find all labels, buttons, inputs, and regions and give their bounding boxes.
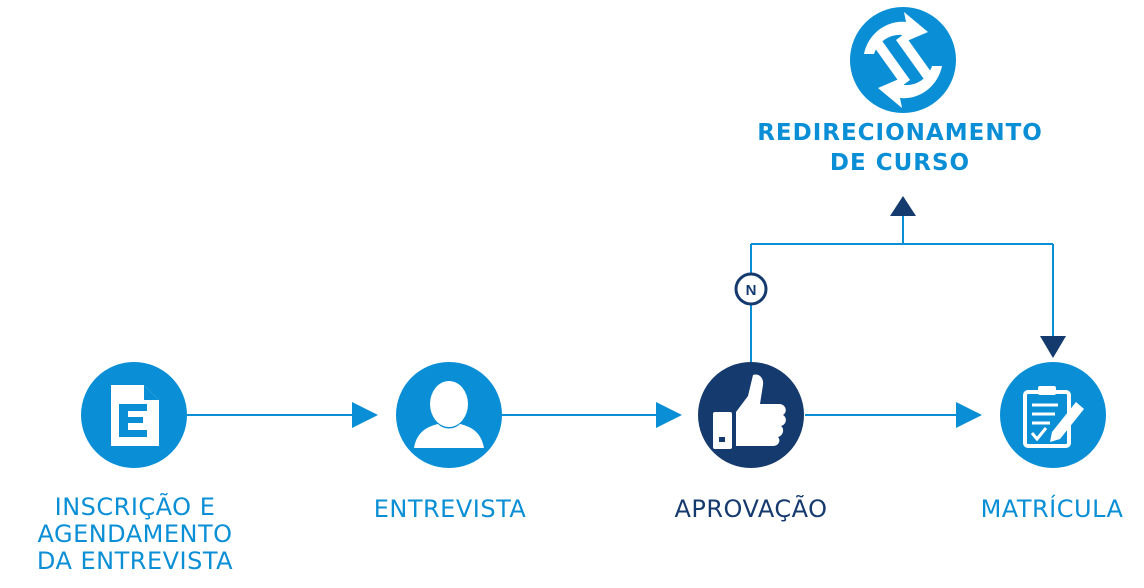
step-aprovacao-line1: APROVAÇÃO [674,495,828,523]
decision-badge: N [734,272,768,306]
step-inscricao-line3: DA ENTREVISTA [36,547,234,575]
step-matricula-line1: MATRÍCULA [980,495,1124,523]
form-pencil-icon [1023,386,1084,448]
arrowhead-1 [352,402,378,428]
arrowhead-up-redirect [890,196,916,216]
redirect-node [850,7,956,113]
person-icon [414,381,484,448]
step-aprovacao-label: APROVAÇÃO [640,496,862,523]
step-inscricao-line2: AGENDAMENTO [37,520,233,548]
document-icon [111,385,159,446]
step-inscricao-node [81,362,187,468]
connectors [186,212,1054,416]
arrowhead-2 [656,402,682,428]
redirect-line2: DE CURSO [829,150,971,176]
step-inscricao-label: INSCRIÇÃO E AGENDAMENTO DA ENTREVISTA [10,494,260,575]
arrowhead-down-matricula [1040,336,1066,358]
step-entrevista-node [396,362,502,468]
redirect-arrows-icon [864,12,942,108]
redirect-line1: REDIRECIONAMENTO [757,120,1043,146]
redirect-label: REDIRECIONAMENTO DE CURSO [740,118,1060,178]
step-inscricao-line1: INSCRIÇÃO E [54,493,216,521]
step-matricula-node [1000,362,1106,468]
decision-badge-text: N [746,282,757,299]
arrowhead-3 [956,402,982,428]
step-aprovacao-node [698,362,804,468]
step-entrevista-line1: ENTREVISTA [373,495,527,523]
step-entrevista-label: ENTREVISTA [340,496,560,523]
step-matricula-label: MATRÍCULA [960,496,1144,523]
thumbs-up-icon [713,374,786,449]
